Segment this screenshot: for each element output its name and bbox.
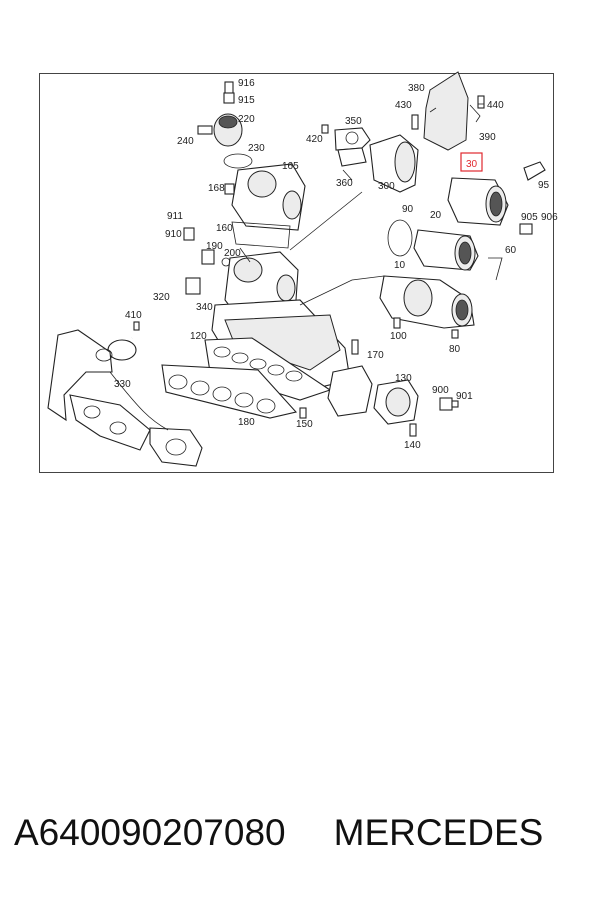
callout-901: 901 — [456, 391, 473, 402]
callout-30: 30 — [466, 159, 478, 170]
callout-916: 916 — [238, 78, 255, 89]
intake-housing-30 — [447, 161, 546, 226]
callout-915: 915 — [238, 95, 255, 106]
callout-60: 60 — [505, 245, 517, 256]
callout-220: 220 — [238, 114, 255, 125]
brand-name: MERCEDES — [333, 812, 544, 853]
callout-240: 240 — [177, 136, 194, 147]
callout-190: 190 — [206, 241, 223, 252]
callout-390: 390 — [479, 132, 496, 143]
callout-320: 320 — [153, 292, 170, 303]
callout-150: 150 — [296, 419, 313, 430]
callout-20: 20 — [430, 210, 442, 221]
callout-180: 180 — [238, 417, 255, 428]
leader-lines — [239, 103, 484, 306]
callout-100: 100 — [390, 331, 407, 342]
callout-165: 165 — [282, 161, 299, 172]
callout-380: 380 — [408, 83, 425, 94]
callout-10: 10 — [394, 260, 406, 271]
callout-130: 130 — [395, 373, 412, 384]
intake-housing-10 — [379, 275, 475, 339]
callout-420: 420 — [306, 134, 323, 145]
callout-330: 330 — [114, 379, 131, 390]
egr-valve-assembly — [183, 81, 306, 267]
callout-900: 900 — [432, 385, 449, 396]
callout-120: 120 — [190, 331, 207, 342]
callout-300: 300 — [378, 181, 395, 192]
callout-168: 168 — [208, 183, 225, 194]
callout-170: 170 — [367, 350, 384, 361]
callout-430: 430 — [395, 100, 412, 111]
egr-cooler-assembly — [321, 124, 419, 193]
callout-90: 90 — [402, 204, 414, 215]
callout-410: 410 — [125, 310, 142, 321]
intake-housing-20 — [387, 219, 533, 281]
callout-906: 906 — [541, 212, 558, 223]
heat-shield — [411, 71, 485, 151]
exhaust-manifold — [47, 329, 203, 467]
callout-95: 95 — [538, 180, 550, 191]
callout-340: 340 — [196, 302, 213, 313]
callout-440: 440 — [487, 100, 504, 111]
callout-910: 910 — [165, 229, 182, 240]
callout-160: 160 — [216, 223, 233, 234]
intake-manifold — [161, 251, 373, 419]
caption: A640090207080 MERCEDES — [14, 808, 594, 858]
callout-230: 230 — [248, 143, 265, 154]
callout-140: 140 — [404, 440, 421, 451]
callout-labels: 916 915 220 240 230 165 168 911 910 160 … — [114, 78, 558, 451]
callout-360: 360 — [336, 178, 353, 189]
callout-350: 350 — [345, 116, 362, 127]
callout-80: 80 — [449, 344, 461, 355]
callout-911: 911 — [167, 211, 183, 222]
egr-valve-130 — [373, 379, 459, 437]
egr-pipe — [107, 277, 201, 361]
part-number: A640090207080 — [14, 812, 286, 853]
highlight-box — [460, 152, 483, 172]
callout-905: 905 — [521, 212, 538, 223]
callout-200: 200 — [224, 248, 241, 259]
